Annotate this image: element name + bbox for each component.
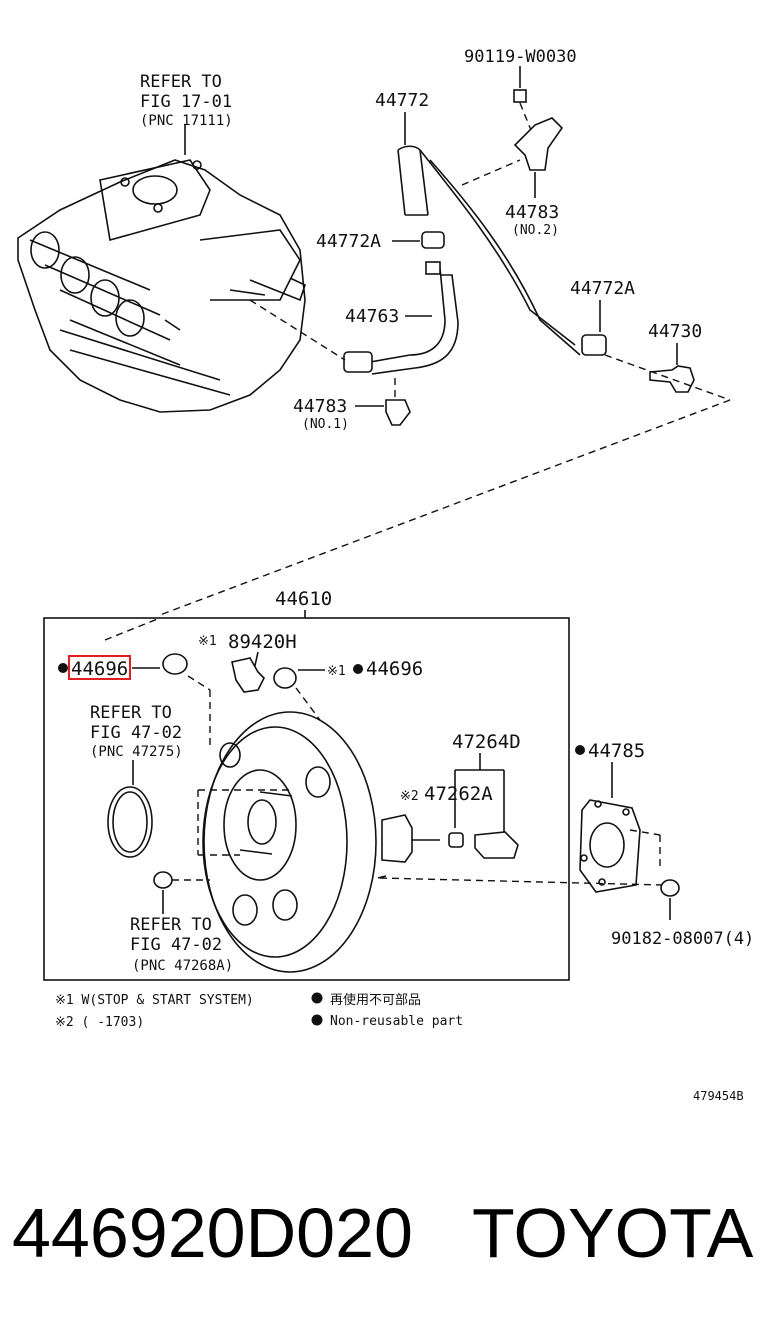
label-no1: (NO.1) [302, 417, 349, 432]
label-44610: 44610 [275, 588, 332, 610]
mark1-b: ※1 [327, 664, 346, 679]
label-44785: 44785 [588, 740, 645, 762]
label-90182-08007: 90182-08007(4) [611, 929, 754, 949]
bolt-90119-W0030-drawing [513, 89, 527, 103]
label-44730: 44730 [648, 321, 702, 342]
non-reusable-dot-1 [58, 663, 68, 673]
note-2: ※2 ( -1703) [55, 1015, 144, 1030]
mark2: ※2 [400, 789, 419, 804]
label-89420H: 89420H [228, 631, 297, 653]
label-47262A: 47262A [424, 783, 493, 805]
refer3-line1: REFER TO [130, 915, 212, 935]
refer2-line2: FIG 47-02 [90, 723, 182, 743]
refer3-line3: (PNC 47268A) [132, 958, 233, 974]
refer1-line2: FIG 17-01 [140, 92, 232, 112]
highlight-box-44696 [68, 655, 131, 680]
label-44772: 44772 [375, 90, 429, 111]
grommet-47268A-drawing [153, 871, 173, 889]
label-47264D: 47264D [452, 731, 521, 753]
label-44696-right: 44696 [366, 658, 423, 680]
note-1: ※1 W(STOP & START SYSTEM) [55, 993, 254, 1008]
check-valve-44730-drawing [649, 365, 695, 393]
clamp-44772A-right-drawing [581, 334, 607, 356]
clamp-44783-no2-drawing [513, 117, 564, 171]
sensor-89420H-drawing [231, 657, 265, 693]
label-44763: 44763 [345, 306, 399, 327]
hose-44763-drawing [343, 261, 459, 375]
mark1-a: ※1 [198, 634, 217, 649]
legend-japanese: 再使用不可部品 [330, 992, 421, 1008]
refer3-line2: FIG 47-02 [130, 935, 222, 955]
footer-part-number: 446920D020 [12, 1194, 413, 1272]
hose-44772-drawing [397, 145, 581, 356]
label-no2: (NO.2) [512, 223, 559, 238]
brake-booster-drawing [202, 711, 440, 973]
label-44772A-left: 44772A [316, 231, 381, 252]
legend-dot-2 [311, 1014, 323, 1026]
clamp-44772A-left-drawing [421, 231, 445, 249]
clamp-44783-no1-drawing [385, 399, 411, 426]
footer-brand: TOYOTA [472, 1194, 754, 1272]
gasket-44785-drawing [579, 799, 641, 893]
refer1-line1: REFER TO [140, 72, 222, 92]
label-90119-W0030: 90119-W0030 [464, 47, 577, 67]
pin-47262A-drawing [448, 832, 464, 848]
label-44783-top: 44783 [505, 202, 559, 223]
grommet-44696-right-drawing [273, 667, 297, 689]
non-reusable-dot-2 [353, 664, 363, 674]
label-44783-bottom: 44783 [293, 396, 347, 417]
non-reusable-dot-3 [575, 745, 585, 755]
figure-id: 479454B [693, 1089, 744, 1103]
intake-manifold-drawing [17, 125, 306, 413]
grommet-44696-left-drawing [162, 653, 188, 675]
refer2-line3: (PNC 47275) [90, 744, 183, 760]
label-44772A-right: 44772A [570, 278, 635, 299]
legend-english: Non-reusable part [330, 1014, 463, 1029]
assembly-44610-frame [43, 617, 570, 981]
legend-dot-1 [311, 992, 323, 1004]
refer2-line1: REFER TO [90, 703, 172, 723]
o-ring-47275-drawing [107, 786, 153, 858]
clevis-47264D-drawing [474, 831, 519, 859]
refer1-line3: (PNC 17111) [140, 113, 233, 129]
nut-90182-08007-drawing [660, 879, 680, 897]
label-44696-highlighted: 44696 [71, 658, 128, 680]
